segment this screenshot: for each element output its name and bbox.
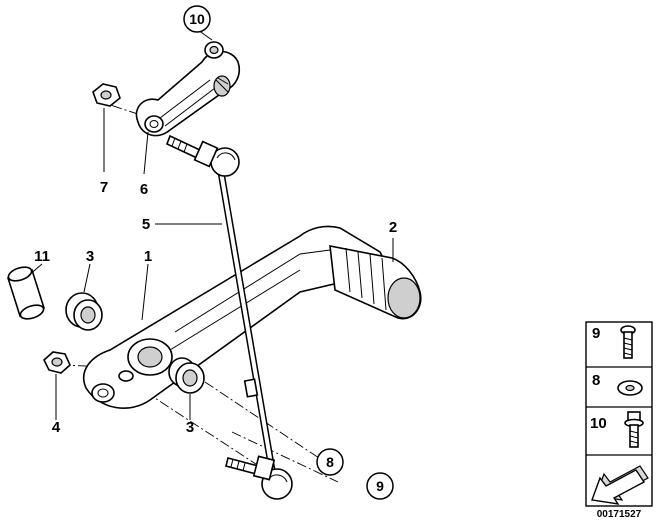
callout-3-lower: 3 [186,419,194,436]
sleeve-part-11 [7,266,45,320]
callout-8: 8 [326,454,334,470]
shift-lever-part-1 [83,225,384,409]
diagram-id: 00171527 [597,509,642,520]
fastener-legend: 9 8 10 [585,321,653,507]
callout-5: 5 [142,216,150,233]
legend-number-9: 9 [592,325,600,342]
callout-labels: 10 7 6 5 2 11 3 1 4 3 8 9 [34,5,397,500]
callout-6: 6 [140,181,148,198]
legend-number-10: 10 [590,415,607,432]
legend-number-8: 8 [592,372,600,389]
callout-4: 4 [52,419,61,436]
front-direction-arrow-icon [591,465,649,505]
callout-9: 9 [376,478,384,494]
nut-part-4 [43,351,71,374]
bolt-icon [620,325,636,359]
bushing-part-3-lower [168,357,205,394]
lower-ball-joint-bolt [225,455,276,481]
callout-1: 1 [144,248,152,265]
callout-circle-9 [366,472,394,500]
nut-part-7 [92,83,121,107]
callout-circle-8 [316,448,344,476]
callout-3-upper: 3 [86,248,94,265]
bushing-part-3-upper [65,292,103,331]
washer-icon [617,380,643,396]
footpeg-rubber-part-2 [329,245,422,320]
callout-11: 11 [34,248,50,265]
callout-circle-10 [183,5,211,33]
shift-arm-part-6 [135,41,241,137]
ball-joint-bolt [165,134,219,168]
callout-10: 10 [189,11,205,27]
callout-2: 2 [389,219,397,236]
callout-7: 7 [100,179,108,196]
flange-bolt-icon [624,411,644,448]
